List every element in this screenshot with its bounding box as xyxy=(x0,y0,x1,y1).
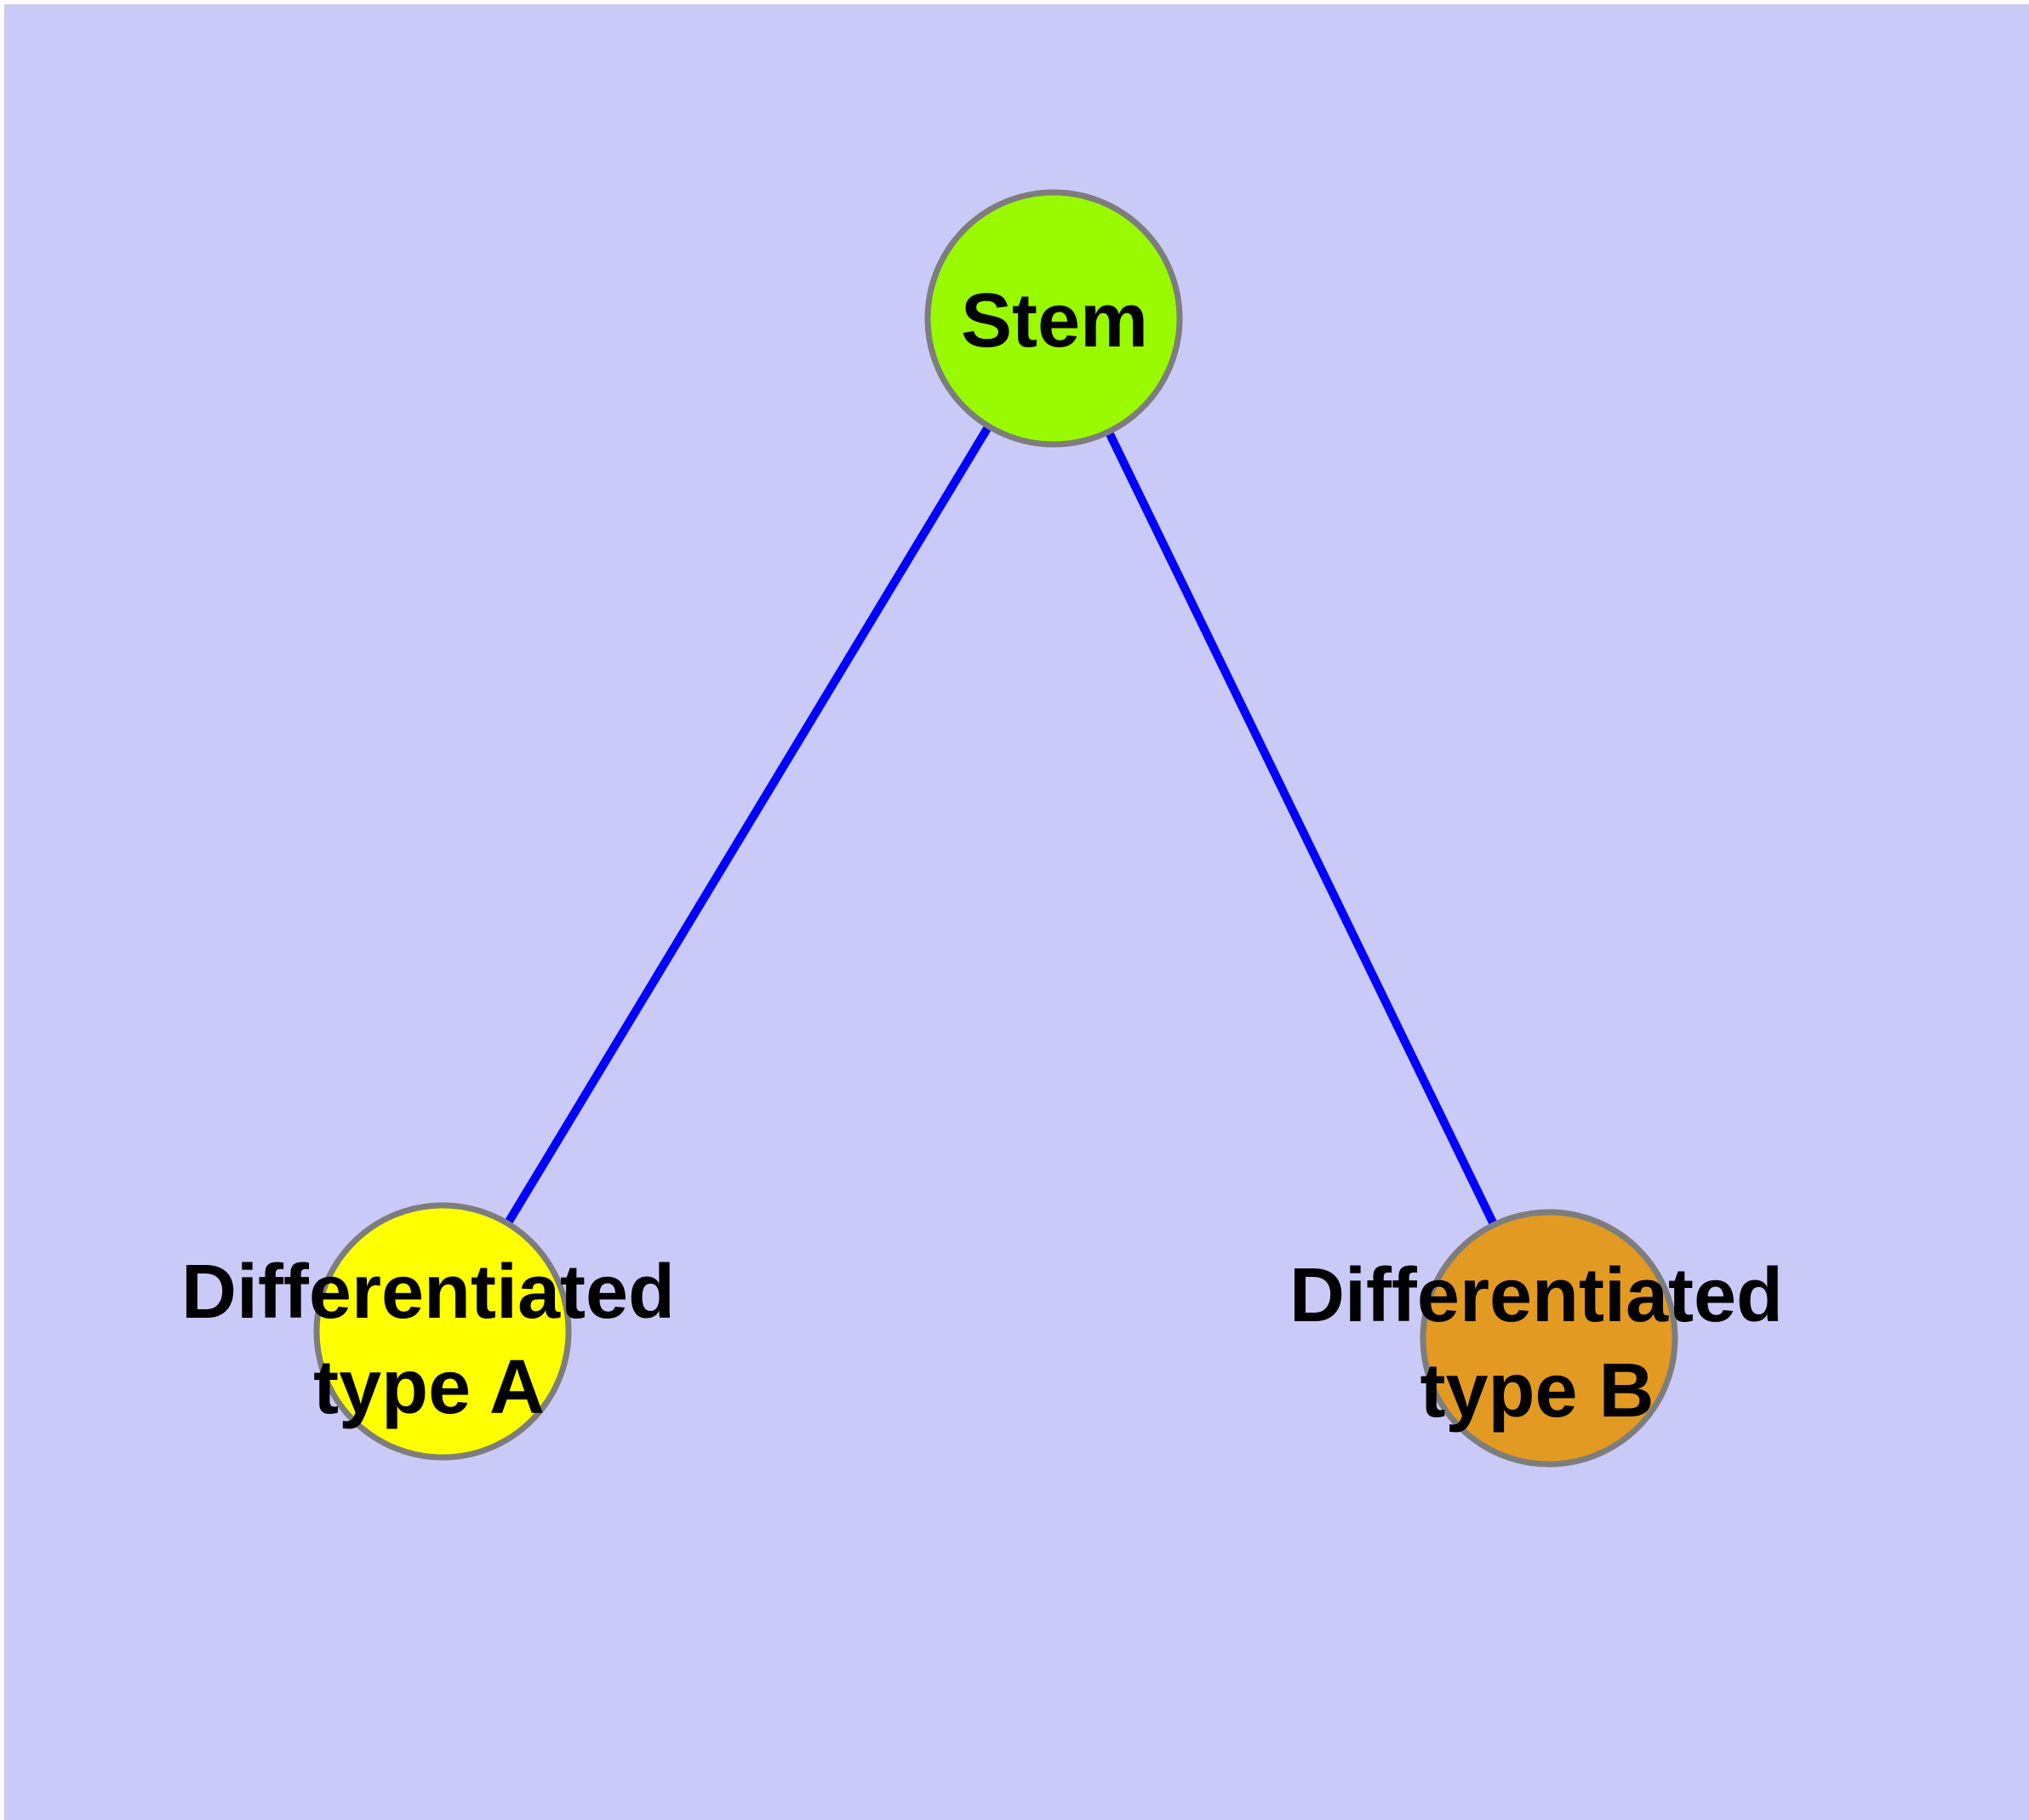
edges xyxy=(438,316,1553,1341)
edge-stem-to-type-b xyxy=(1049,316,1553,1341)
nodes xyxy=(313,189,1678,1468)
type-b-label-line2: type B xyxy=(1420,1348,1654,1434)
stem-node xyxy=(924,189,1183,448)
type-a-label-line1: Differentiated xyxy=(181,1250,675,1335)
type-b-label-line1: Differentiated xyxy=(1289,1253,1783,1338)
type-a-label-line2: type A xyxy=(313,1345,545,1430)
stem-node-label: Stem xyxy=(961,278,1148,363)
edge-stem-to-type-a xyxy=(438,316,1058,1334)
differentiated-type-a-node xyxy=(313,1202,572,1461)
differentiated-type-b-node xyxy=(1420,1209,1678,1468)
node-labels: Stem Differentiated type A Differentiate… xyxy=(181,278,1783,1434)
